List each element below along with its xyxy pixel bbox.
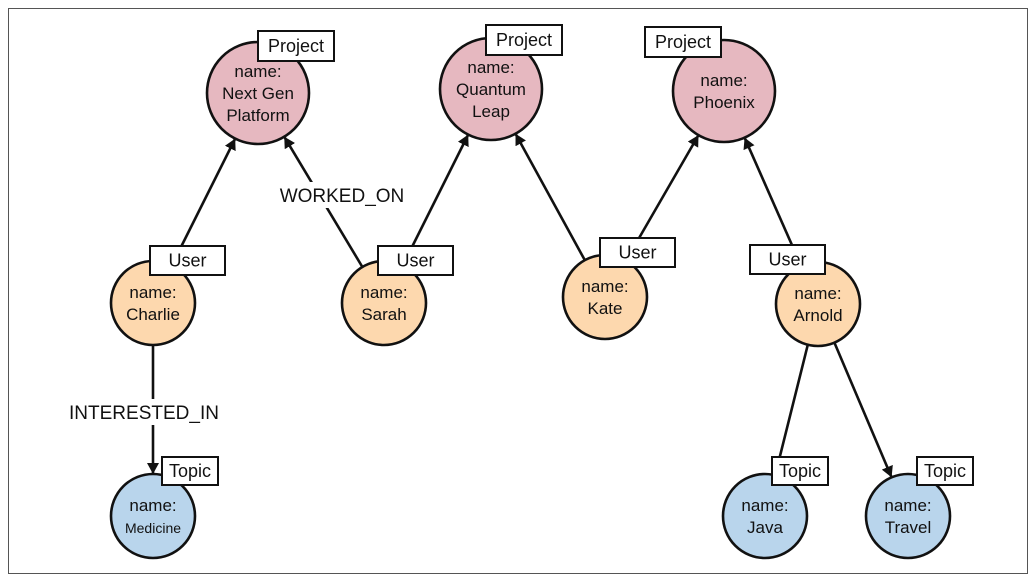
node-label-box (916, 456, 974, 486)
node-property-key: name: (741, 496, 788, 515)
node-property-value: Arnold (793, 306, 842, 325)
node-label-text: Topic (779, 461, 821, 481)
node-label-text: Topic (924, 461, 966, 481)
node-property-value: Platform (226, 106, 289, 125)
node-property-value: Phoenix (693, 93, 755, 112)
node-property-value: Leap (472, 102, 510, 121)
node-medicine: name: Medicine Topic (109, 456, 219, 560)
topic-node-circle (109, 472, 197, 560)
node-label-text: Project (496, 30, 552, 50)
edge-label-background (286, 182, 398, 208)
node-label-box (485, 24, 563, 56)
node-label-text: User (768, 250, 806, 270)
node-label-text: Project (655, 32, 711, 52)
node-property-key: name: (360, 283, 407, 302)
node-label-box (161, 456, 219, 486)
topic-node-circle (864, 472, 952, 560)
edge-arnold-to-travel (833, 342, 893, 478)
node-phoenix: name: Phoenix Project (644, 26, 777, 144)
node-label-box (599, 237, 676, 268)
node-property-value: Travel (885, 518, 932, 537)
node-travel: name: Travel Topic (864, 456, 974, 560)
node-property-value: Sarah (361, 305, 406, 324)
node-property-key: name: (234, 62, 281, 81)
node-property-value: Charlie (126, 305, 180, 324)
node-label-text: User (168, 251, 206, 271)
node-property-key: name: (884, 496, 931, 515)
node-label-text: User (618, 243, 656, 263)
node-label-box (644, 26, 722, 58)
node-property-key: name: (467, 58, 514, 77)
edge-label: INTERESTED_IN (69, 403, 219, 424)
node-label-text: User (396, 251, 434, 271)
node-label-box (771, 456, 829, 486)
node-property-key: name: (129, 496, 176, 515)
edge-sarah-to-quantum-leap (401, 134, 469, 267)
edge-arnold-to-java (772, 344, 810, 476)
node-property-key: name: (700, 71, 747, 90)
node-label-box (377, 245, 454, 276)
node-label-box (257, 30, 335, 62)
node-java: name: Java Topic (721, 456, 829, 560)
node-sarah: name: Sarah User (340, 245, 454, 347)
node-charlie: name: Charlie User (109, 245, 226, 347)
node-property-value: Kate (588, 299, 623, 318)
project-node-circle (671, 38, 777, 144)
edge-kate-to-quantum-leap (514, 133, 586, 261)
edge-labels-layer: WORKED_ON INTERESTED_IN (66, 182, 405, 425)
edge-charlie-to-next-gen-platform (170, 138, 236, 267)
node-property-key: name: (794, 284, 841, 303)
edge-label: WORKED_ON (280, 186, 405, 207)
node-property-value: Java (747, 518, 783, 537)
node-label-box (749, 244, 826, 275)
node-property-value: Quantum (456, 80, 526, 99)
node-label-text: Topic (169, 461, 211, 481)
node-label-box (149, 245, 226, 276)
node-kate: name: Kate User (561, 237, 676, 341)
node-property-key: name: (581, 277, 628, 296)
node-property-value: Medicine (125, 520, 181, 536)
topic-node-circle (721, 472, 809, 560)
edge-label-background (66, 399, 222, 425)
node-label-text: Project (268, 36, 324, 56)
node-property-value: Next Gen (222, 84, 294, 103)
node-arnold: name: Arnold User (749, 244, 862, 348)
node-property-key: name: (129, 283, 176, 302)
